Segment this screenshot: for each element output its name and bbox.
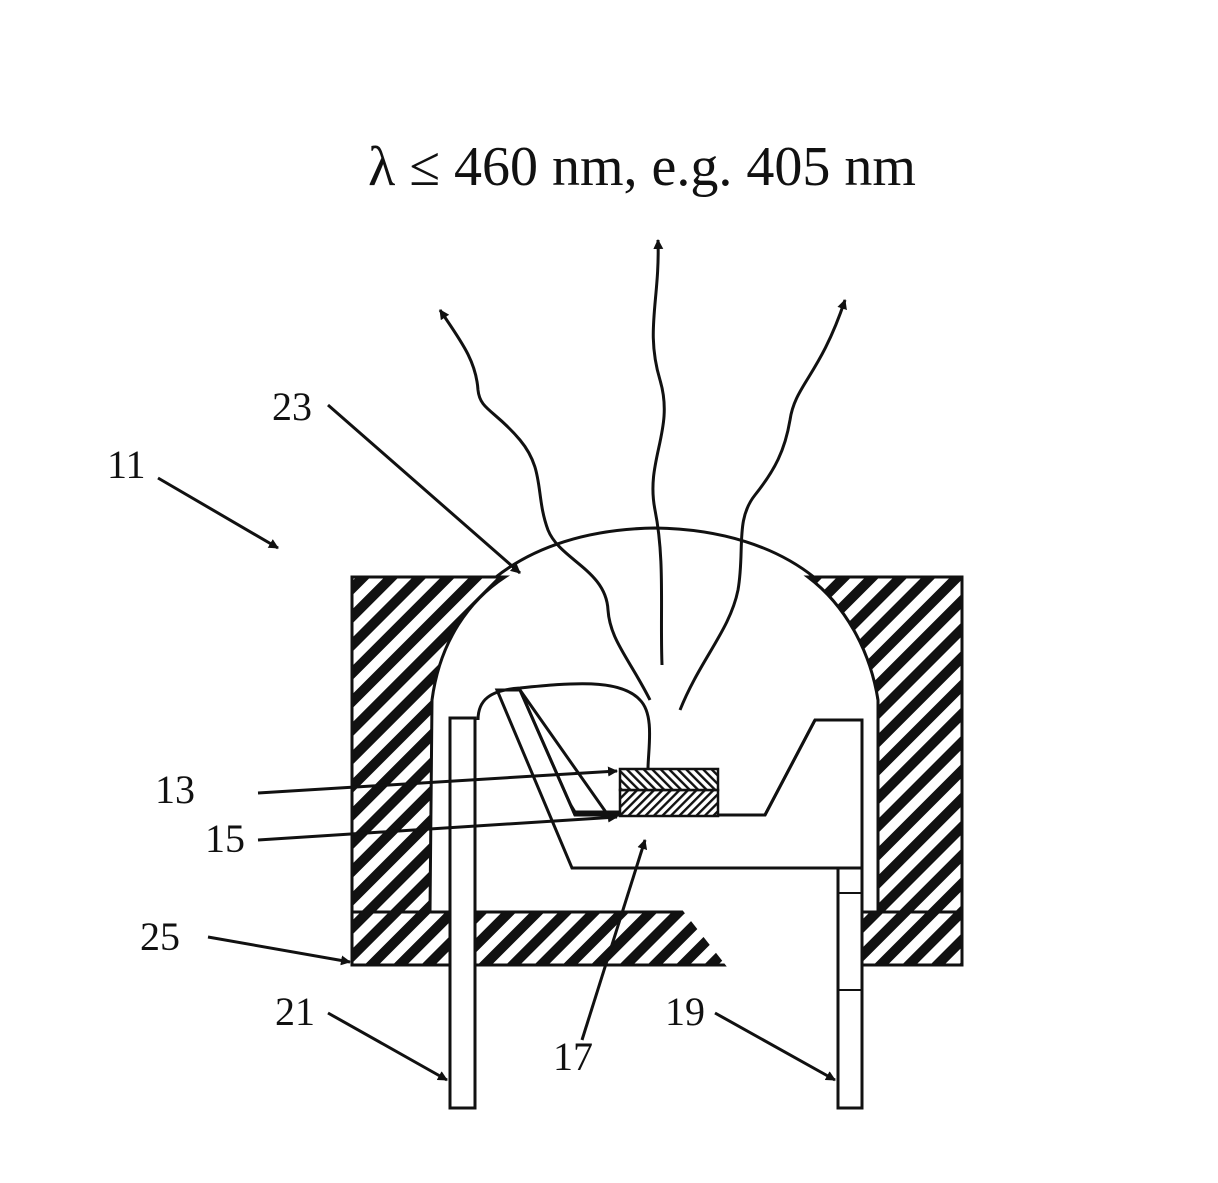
label-11: 11: [107, 442, 146, 487]
wavelength-title: λ ≤ 460 nm, e.g. 405 nm: [368, 136, 916, 198]
lead-19-bottom: [838, 868, 862, 1108]
leader-11: [158, 478, 278, 548]
chip-layer-15: [620, 790, 718, 816]
label-21: 21: [275, 989, 315, 1034]
leader-23: [328, 405, 520, 573]
label-13: 13: [155, 767, 195, 812]
housing-base: [352, 912, 962, 965]
lead-21: [450, 718, 475, 1108]
chip-layer-13: [620, 769, 718, 790]
label-19: 19: [665, 989, 705, 1034]
label-23: 23: [272, 384, 312, 429]
label-17: 17: [553, 1034, 593, 1079]
label-25: 25: [140, 914, 180, 959]
leader-21: [328, 1013, 447, 1080]
label-15: 15: [205, 816, 245, 861]
leader-25: [208, 937, 350, 962]
